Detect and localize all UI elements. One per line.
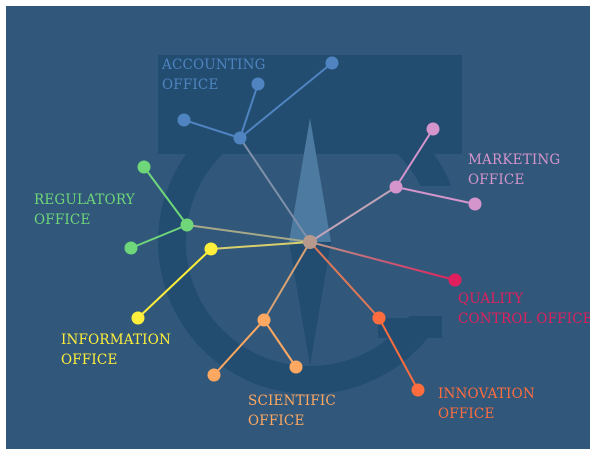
- innovation-leaf-edge-1: [378, 317, 419, 391]
- marketing-leaf-node-2: [468, 197, 482, 211]
- innovation-hub-node: [372, 311, 386, 325]
- scientific-trunk-edge: [263, 241, 311, 321]
- innovation-label-line-1: INNOVATION: [438, 386, 535, 402]
- scientific-hub-node: [257, 313, 271, 327]
- innovation-office-label: INNOVATION OFFICE: [438, 386, 535, 422]
- marketing-hub-node: [389, 180, 403, 194]
- accounting-hub-node: [233, 131, 247, 145]
- scientific-leaf-node-2: [289, 360, 303, 374]
- information-hub-node: [204, 242, 218, 256]
- information-office-label: INFORMATION OFFICE: [61, 332, 171, 368]
- scientific-label-line-1: SCIENTIFIC: [248, 393, 336, 409]
- information-trunk-edge: [210, 241, 311, 250]
- background-emblem: [158, 55, 496, 394]
- accounting-office-label: ACCOUNTING OFFICE: [161, 57, 266, 93]
- regulatory-leaf-node-1: [137, 160, 151, 174]
- regulatory-label-line-2: OFFICE: [34, 212, 91, 228]
- scientific-leaf-node-1: [207, 368, 221, 382]
- marketing-leaf-node-1: [426, 122, 440, 136]
- regulatory-leaf-edge-2: [130, 224, 188, 249]
- quality-control-label-line-1: QUALITY: [458, 291, 524, 307]
- accounting-leaf-edge-1: [183, 119, 241, 139]
- information-leaf-edge-1: [137, 248, 212, 319]
- compass-needle-south: [289, 242, 331, 366]
- scientific-label-line-2: OFFICE: [248, 413, 305, 429]
- marketing-leaf-edge-2: [395, 186, 476, 205]
- innovation-trunk-edge: [309, 241, 380, 319]
- regulatory-hub-node: [180, 218, 194, 232]
- accounting-trunk-edge: [239, 137, 311, 243]
- scientific-leaf-edge-2: [263, 319, 297, 368]
- accounting-leaf-edge-2: [239, 83, 259, 139]
- information-leaf-node-1: [131, 311, 145, 325]
- regulatory-label-line-1: REGULATORY: [34, 192, 136, 208]
- scientific-office-label: SCIENTIFIC OFFICE: [248, 393, 336, 429]
- marketing-trunk-edge: [309, 186, 397, 243]
- emblem-bar: [378, 318, 442, 338]
- innovation-leaf-node-1: [411, 383, 425, 397]
- regulatory-leaf-edge-1: [143, 166, 188, 226]
- innovation-label-line-2: OFFICE: [438, 406, 495, 422]
- accounting-leaf-edge-3: [239, 62, 333, 139]
- scientific-leaf-edge-1: [213, 319, 265, 376]
- regulatory-office-label: REGULATORY OFFICE: [34, 192, 136, 228]
- quality-control-office-label: QUALITY CONTROL OFFICE: [458, 291, 590, 327]
- regulatory-leaf-node-2: [124, 241, 138, 255]
- information-label-line-1: INFORMATION: [61, 332, 171, 348]
- accounting-leaf-node-2: [251, 77, 265, 91]
- marketing-label-line-1: MARKETING: [468, 152, 560, 168]
- information-label-line-2: OFFICE: [61, 352, 118, 368]
- marketing-office-label: MARKETING OFFICE: [468, 152, 560, 188]
- regulatory-trunk-edge: [186, 224, 311, 243]
- quality-control-leaf-node-1: [448, 273, 462, 287]
- quality-control-trunk-edge: [309, 241, 456, 281]
- accounting-leaf-node-3: [325, 56, 339, 70]
- accounting-leaf-node-1: [177, 113, 191, 127]
- marketing-leaf-edge-1: [395, 128, 434, 188]
- center-hub-node: [303, 235, 317, 249]
- edges-group: [130, 62, 476, 391]
- marketing-label-line-2: OFFICE: [468, 172, 525, 188]
- compass-needle-north: [289, 118, 331, 242]
- accounting-label-line-1: ACCOUNTING: [161, 57, 266, 73]
- nodes-group: [124, 56, 482, 397]
- accounting-label-line-2: OFFICE: [162, 77, 219, 93]
- quality-control-label-line-2: CONTROL OFFICE: [458, 311, 590, 327]
